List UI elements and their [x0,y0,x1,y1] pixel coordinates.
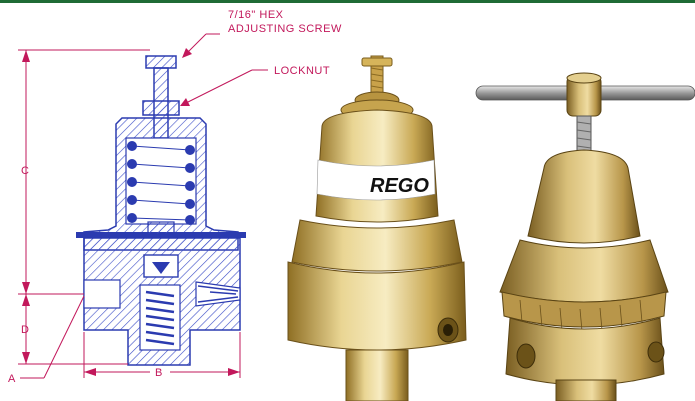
dimension-a-label: A [8,373,16,385]
spring-button [147,221,175,235]
lower-spring [145,290,175,346]
spring-chamber [125,137,197,225]
diaphragm [76,232,246,238]
brass-regulator-t-handle-photo [475,72,695,401]
dimension-b-label: B [155,367,162,379]
locknut [142,100,180,116]
valve-seat [152,262,170,274]
dimension-c-label: C [21,165,29,177]
adjusting-screw-head [145,55,177,69]
locknut-callout: LOCKNUT [274,65,330,77]
brass-regulator-photo: REGO [287,55,467,401]
rego-logo: REGO [370,175,429,197]
dimension-lines [18,33,268,379]
top-rule [0,0,695,3]
inlet-port [83,279,121,309]
hex-callout-line2: ADJUSTING SCREW [228,23,342,35]
outlet-port [195,281,241,307]
dimension-d-label: D [21,324,29,336]
cross-section-drawing [76,55,246,366]
hex-callout-line1: 7/16" HEX [228,9,284,21]
